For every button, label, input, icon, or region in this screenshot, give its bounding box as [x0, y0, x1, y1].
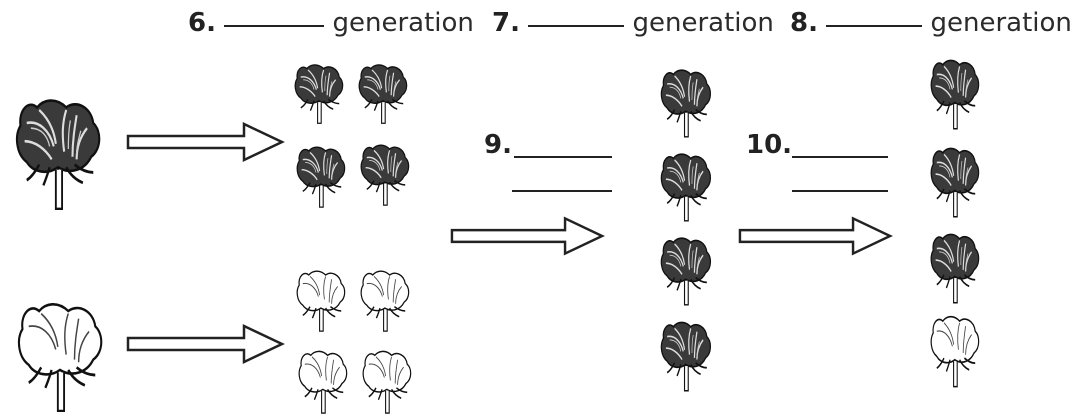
question-number-9: 9. [484, 130, 512, 160]
generation-word-8: generation [931, 8, 1072, 38]
f1-dark-flower-icon [356, 136, 416, 208]
answer-blank-9a[interactable] [514, 156, 612, 158]
question-number-10: 10. [746, 130, 792, 160]
question-number-7: 7. [492, 8, 520, 38]
header-generation-7: 7. generation [492, 8, 774, 38]
f1-light-flower-icon [356, 262, 416, 334]
f1-light-flower-icon [292, 262, 352, 334]
header-generation-6: 6. generation [188, 8, 474, 38]
generation-word-7: generation [633, 8, 774, 38]
header-generation-8: 8. generation [790, 8, 1072, 38]
gen7-dark-flower-icon [656, 228, 718, 308]
f1-dark-flower-icon [292, 138, 352, 210]
parent-light-flower-icon [10, 288, 114, 416]
f1-dark-flower-icon [354, 56, 414, 126]
arrow-to-generation-7-icon [450, 216, 606, 256]
answer-blank-6[interactable] [224, 25, 324, 27]
f1-light-flower-icon [294, 342, 354, 416]
answer-blank-8[interactable] [826, 25, 922, 27]
gen8-dark-flower-icon [926, 224, 986, 306]
answer-blank-9b[interactable] [512, 190, 612, 192]
gen7-dark-flower-icon [656, 60, 718, 140]
gen7-dark-flower-icon [656, 312, 718, 394]
question-number-8: 8. [790, 8, 818, 38]
answer-blank-7[interactable] [528, 25, 624, 27]
gen8-light-flower-icon [926, 306, 986, 390]
answer-blank-10b[interactable] [792, 190, 888, 192]
question-number-6: 6. [188, 8, 216, 38]
generation-word-6: generation [333, 8, 474, 38]
gen8-dark-flower-icon [926, 138, 986, 220]
arrow-dark-to-f1-icon [126, 122, 286, 162]
gen7-dark-flower-icon [656, 144, 718, 224]
f1-dark-flower-icon [290, 56, 350, 126]
arrow-to-generation-8-icon [738, 216, 894, 256]
arrow-light-to-f1-icon [126, 324, 286, 364]
gen8-dark-flower-icon [926, 50, 986, 132]
f1-light-flower-icon [358, 342, 418, 416]
answer-blank-10a[interactable] [792, 156, 888, 158]
parent-dark-flower-icon [8, 84, 112, 214]
